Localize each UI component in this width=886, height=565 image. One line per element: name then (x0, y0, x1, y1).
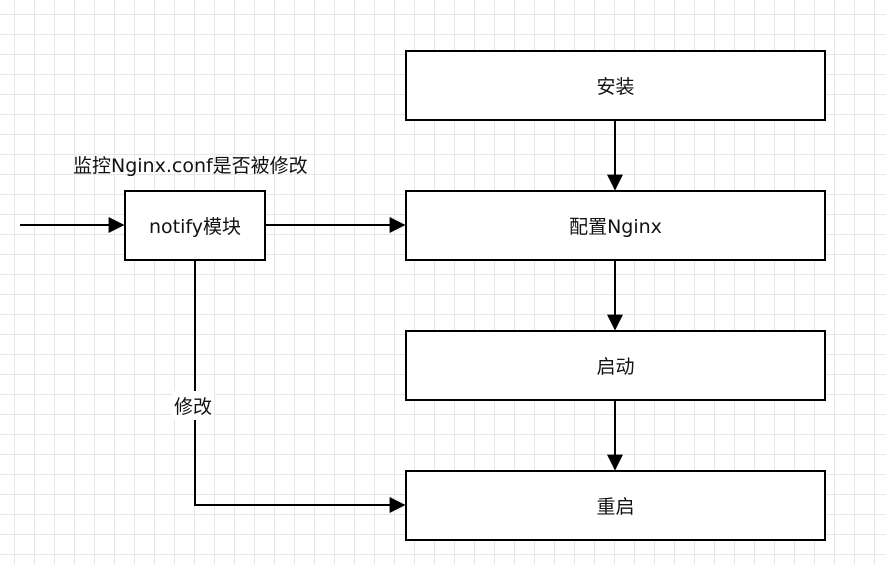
node-restart: 重启 (405, 470, 826, 541)
monitor-annotation: 监控Nginx.conf是否被修改 (73, 155, 308, 177)
node-configure-nginx-label: 配置Nginx (569, 216, 662, 238)
node-install: 安装 (405, 50, 826, 121)
node-notify-module-label: notify模块 (149, 216, 241, 238)
node-install-label: 安装 (596, 76, 635, 98)
edge-label-modify: 修改 (172, 391, 215, 420)
node-configure-nginx: 配置Nginx (405, 190, 826, 261)
node-restart-label: 重启 (596, 496, 635, 518)
edge-notify-to-restart (194, 260, 406, 513)
node-start-label: 启动 (596, 356, 635, 378)
node-start: 启动 (405, 330, 826, 401)
node-notify-module: notify模块 (124, 190, 266, 261)
